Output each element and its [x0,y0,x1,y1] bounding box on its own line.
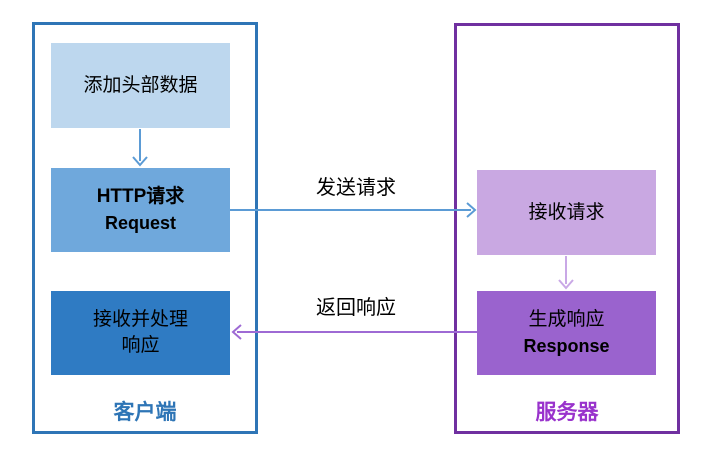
flow-box-generate-response: 生成响应 Response [477,291,656,375]
flow-box-text: 接收并处理 [92,309,188,330]
flow-box-text: HTTP请求 [96,186,185,207]
arrow-send-request [230,202,477,218]
flow-box-text: 生成响应 [528,309,605,330]
flow-box-receive-process-response: 接收并处理 响应 [51,291,230,375]
arrow-return-response [231,324,477,340]
flow-box-text: 接收请求 [528,201,605,223]
flow-box-text: 响应 [121,335,160,356]
flow-box-text: 添加头部数据 [83,74,198,96]
return-response-label: 返回响应 [316,297,396,319]
client-label: 客户端 [113,401,177,424]
server-label: 服务器 [535,401,599,424]
flow-box-receive-request: 接收请求 [477,170,656,255]
flow-box-add-header-data: 添加头部数据 [51,43,230,128]
send-request-label: 发送请求 [316,177,396,199]
flow-box-subtext: Response [523,336,610,356]
flow-box-subtext: Request [104,213,176,233]
flow-box-http-request: HTTP请求 Request [51,168,230,252]
